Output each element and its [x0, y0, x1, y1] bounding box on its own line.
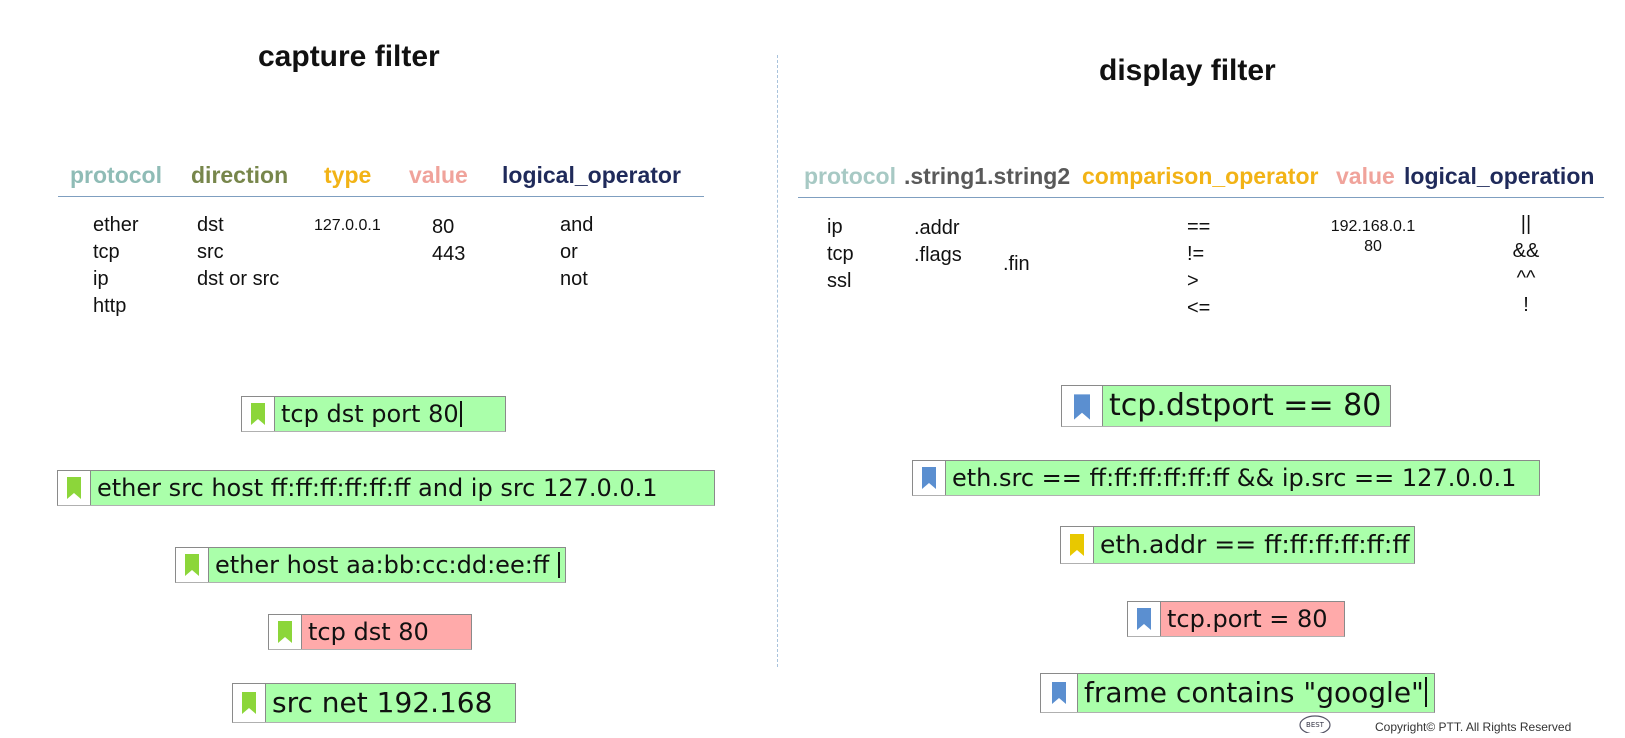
capture-filter-bar-3[interactable]: ether host aa:bb:cc:dd:ee:ff	[175, 547, 566, 583]
display-value-list: 192.168.0.1 80	[1323, 214, 1423, 260]
company-logo: BEST	[1298, 715, 1332, 738]
list-item: http	[93, 295, 127, 317]
capture-header-rule	[58, 196, 704, 197]
capture-filter-bar-4[interactable]: tcp dst 80	[268, 614, 472, 650]
bookmark-icon	[1052, 682, 1066, 704]
filter-input[interactable]: ether host aa:bb:cc:dd:ee:ff	[209, 548, 560, 582]
bookmark-icon	[67, 477, 81, 499]
filter-input[interactable]: eth.addr == ff:ff:ff:ff:ff:ff	[1100, 530, 1410, 559]
filter-bookmark-button[interactable]	[176, 548, 209, 582]
capture-direction-list: dst src dst or src	[197, 212, 279, 293]
display-header-logical-operation: logical_operation	[1404, 163, 1595, 189]
list-item: tcp	[827, 243, 854, 265]
display-logical-list: || && ^^ !	[1496, 211, 1556, 319]
display-filter-bar-2[interactable]: eth.src == ff:ff:ff:ff:ff:ff && ip.src =…	[912, 460, 1540, 496]
capture-header-direction: direction	[191, 162, 289, 188]
filter-bookmark-button[interactable]	[58, 471, 91, 505]
list-item: not	[560, 268, 588, 290]
bookmark-icon	[242, 692, 256, 714]
list-item: and	[560, 214, 594, 236]
filter-bookmark-button[interactable]	[242, 397, 275, 431]
list-item: ssl	[827, 270, 852, 292]
text-caret	[1424, 677, 1427, 707]
display-header-strings: .string1.string2	[904, 163, 1071, 189]
bookmark-icon	[922, 467, 936, 489]
list-item: .addr	[914, 217, 960, 239]
bookmark-icon	[1137, 608, 1151, 630]
filter-input[interactable]: eth.src == ff:ff:ff:ff:ff:ff && ip.src =…	[952, 464, 1517, 492]
capture-protocol-list: ether tcp ip http	[93, 212, 139, 320]
filter-bookmark-button[interactable]	[1062, 386, 1103, 426]
list-item: !=	[1187, 243, 1205, 265]
bookmark-icon	[278, 621, 292, 643]
filter-input[interactable]: ether src host ff:ff:ff:ff:ff:ff and ip …	[97, 474, 658, 502]
filter-input[interactable]: frame contains "google"	[1078, 674, 1427, 712]
list-item: !	[1523, 294, 1529, 316]
bookmark-icon	[1070, 534, 1084, 556]
display-comparison-list: == != > <=	[1187, 214, 1210, 322]
filter-input[interactable]: tcp dst 80	[308, 618, 429, 646]
list-item: dst or src	[197, 268, 280, 290]
capture-type-value: 127.0.0.1	[314, 217, 381, 234]
list-item: 192.168.0.1	[1330, 218, 1416, 235]
list-item: src	[197, 241, 224, 263]
text-caret	[557, 552, 560, 578]
display-header-comparison-operator: comparison_operator	[1082, 163, 1319, 189]
list-item: ^^	[1516, 267, 1536, 289]
filter-input[interactable]: tcp dst port 80	[275, 397, 462, 431]
capture-header-value: value	[409, 162, 468, 188]
filter-bookmark-button[interactable]	[913, 461, 946, 495]
display-header-value: value	[1336, 163, 1395, 189]
capture-header-type: type	[324, 162, 372, 188]
bookmark-icon	[185, 554, 199, 576]
filter-bookmark-button[interactable]	[1128, 602, 1161, 636]
display-filter-bar-1[interactable]: tcp.dstport == 80	[1061, 385, 1391, 427]
capture-filter-bar-1[interactable]: tcp dst port 80	[241, 396, 506, 432]
display-header-protocol: protocol	[804, 163, 896, 189]
display-header-rule	[798, 197, 1604, 198]
list-item: tcp	[93, 241, 120, 263]
capture-header-logical-operator: logical_operator	[502, 162, 681, 188]
filter-bookmark-button[interactable]	[233, 684, 266, 722]
capture-filter-title: capture filter	[258, 40, 440, 73]
list-item: ==	[1187, 216, 1211, 238]
display-filter-bar-5[interactable]: frame contains "google"	[1040, 673, 1435, 713]
list-item: or	[560, 241, 578, 263]
display-string-list: .addr .flags	[914, 215, 962, 269]
list-item: <=	[1187, 297, 1211, 319]
list-item: &&	[1512, 240, 1540, 262]
list-item: ||	[1520, 213, 1532, 235]
bookmark-icon	[251, 403, 265, 425]
filter-input[interactable]: tcp.dstport == 80	[1109, 388, 1382, 423]
list-item: .flags	[914, 244, 962, 266]
display-protocol-list: ip tcp ssl	[827, 214, 854, 295]
capture-filter-bar-2[interactable]: ether src host ff:ff:ff:ff:ff:ff and ip …	[57, 470, 715, 506]
list-item: ether	[93, 214, 139, 236]
display-filter-bar-4[interactable]: tcp.port = 80	[1127, 601, 1345, 637]
text-caret	[459, 401, 462, 427]
filter-bookmark-button[interactable]	[269, 615, 302, 649]
filter-input[interactable]: src net 192.168	[272, 686, 493, 719]
capture-operator-list: and or not	[560, 212, 593, 293]
display-filter-title: display filter	[1099, 54, 1276, 87]
filter-bookmark-button[interactable]	[1041, 674, 1078, 712]
list-item: >	[1187, 270, 1199, 292]
bookmark-icon	[1074, 394, 1090, 420]
filter-bookmark-button[interactable]	[1061, 527, 1094, 563]
list-item: 80	[432, 216, 455, 238]
section-divider	[777, 55, 778, 667]
capture-header-protocol: protocol	[70, 162, 162, 188]
list-item: ip	[93, 268, 109, 290]
display-string2: .fin	[1003, 253, 1030, 275]
svg-text:BEST: BEST	[1306, 721, 1325, 729]
filter-input[interactable]: tcp.port = 80	[1167, 605, 1328, 633]
list-item: ip	[827, 216, 843, 238]
capture-value-list: 80 443	[432, 214, 465, 268]
display-filter-bar-3[interactable]: eth.addr == ff:ff:ff:ff:ff:ff	[1060, 526, 1415, 564]
copyright-text: Copyright© PTT. All Rights Reserved	[1375, 720, 1572, 734]
capture-filter-bar-5[interactable]: src net 192.168	[232, 683, 516, 723]
list-item: 80	[1364, 238, 1382, 255]
list-item: 443	[432, 243, 466, 265]
list-item: dst	[197, 214, 224, 236]
